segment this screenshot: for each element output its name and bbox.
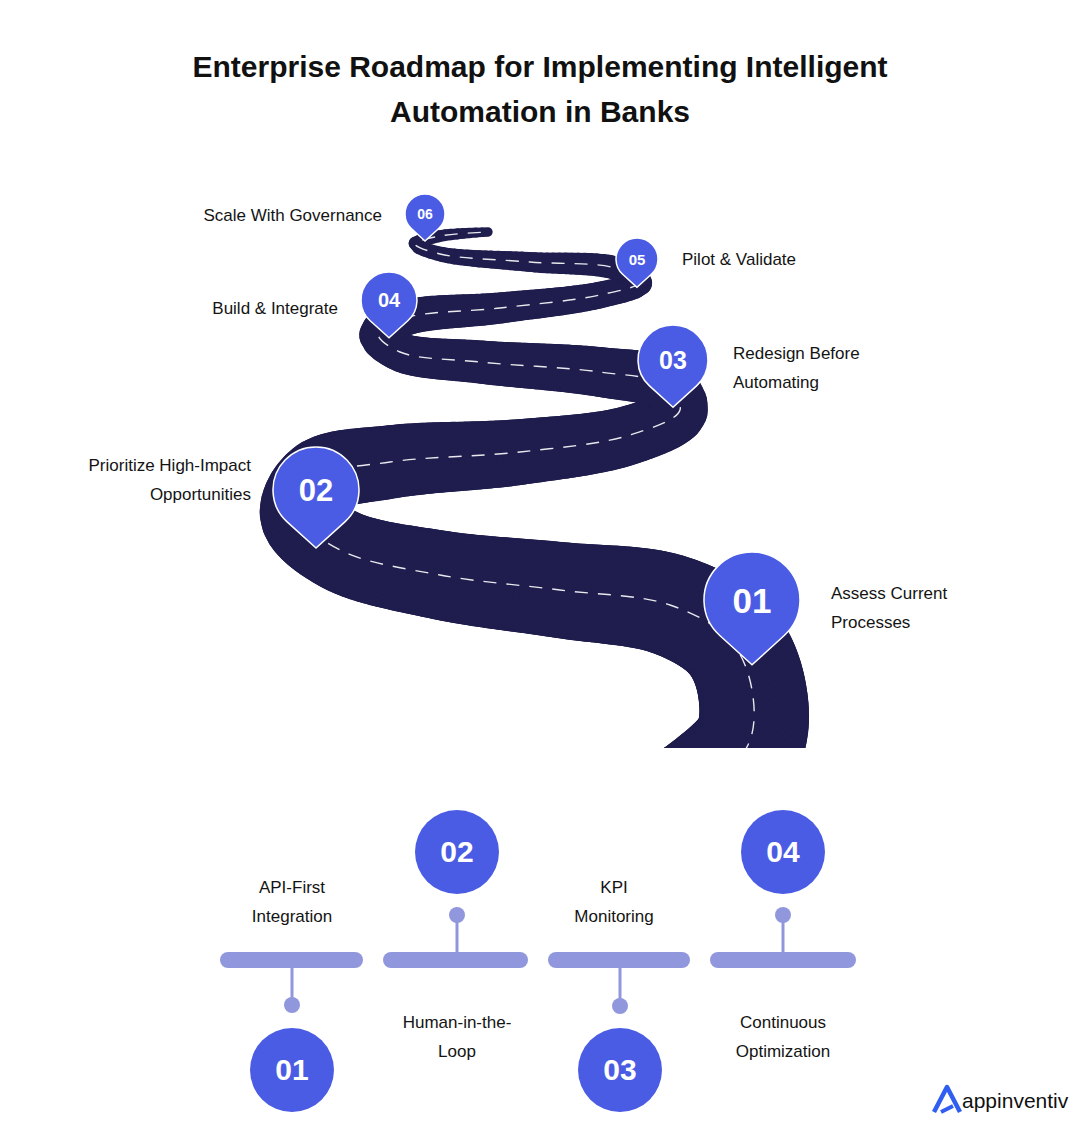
logo-icon — [934, 1087, 960, 1112]
step-label: Scale With Governance — [182, 201, 382, 230]
road-segment — [482, 227, 488, 237]
timeline-dot — [775, 907, 791, 923]
pin-shape — [616, 238, 658, 287]
circle-shape — [741, 810, 825, 894]
step-label: Continuous Optimization — [723, 1008, 843, 1066]
step-label: Pilot & Validate — [682, 245, 882, 274]
step-number: 01 — [250, 1028, 334, 1112]
roadmap-pin: 03Redesign Before Automating — [638, 325, 708, 407]
timeline-bar — [548, 952, 690, 968]
step-label: API-First Integration — [232, 873, 352, 931]
timeline-bar — [220, 952, 363, 968]
pin-shape — [638, 325, 708, 407]
roadmap-pin: 02Prioritize High-Impact Opportunities — [273, 447, 359, 548]
pin-shape — [704, 552, 800, 665]
step-label: Assess Current Processes — [831, 579, 981, 637]
brand-logo-text: appinventiv — [962, 1088, 1068, 1114]
circle-shape — [415, 810, 499, 894]
roadmap-pin: 04Build & Integrate — [361, 272, 417, 338]
step-number: 04 — [361, 272, 417, 328]
step-number: 01 — [704, 552, 800, 648]
timeline-dot — [612, 998, 628, 1014]
step-circle: 01API-First Integration — [250, 1028, 334, 1112]
roadmap-pin: 01Assess Current Processes — [704, 552, 800, 665]
step-number: 03 — [578, 1028, 662, 1112]
road — [300, 232, 755, 748]
roadmap-pin: 05Pilot & Validate — [616, 238, 658, 287]
step-label: Redesign Before Automating — [733, 339, 883, 397]
step-circle: 02Human-in-the- Loop — [415, 810, 499, 894]
step-label: Build & Integrate — [138, 294, 338, 323]
timeline-bar — [383, 952, 528, 968]
road-guide — [300, 232, 755, 748]
timeline-dot — [284, 997, 300, 1013]
step-number: 02 — [415, 810, 499, 894]
step-circle: 04Continuous Optimization — [741, 810, 825, 894]
step-number: 03 — [638, 325, 708, 395]
pin-shape — [273, 447, 359, 548]
timeline-bar — [710, 952, 856, 968]
timeline-dot — [449, 907, 465, 923]
step-number: 02 — [273, 447, 359, 533]
logo-mark — [934, 1087, 960, 1112]
step-circle: 03KPI Monitoring — [578, 1028, 662, 1112]
pin-shape — [361, 272, 417, 338]
logo-mark — [941, 1106, 953, 1112]
circle-shape — [250, 1028, 334, 1112]
step-label: Human-in-the- Loop — [392, 1008, 522, 1066]
step-number: 05 — [616, 238, 658, 280]
circle-shape — [578, 1028, 662, 1112]
roadmap-pin: 06Scale With Governance — [405, 194, 445, 241]
road-centerline — [300, 232, 755, 748]
step-label: Prioritize High-Impact Opportunities — [41, 451, 251, 509]
step-label: KPI Monitoring — [564, 873, 664, 931]
step-number: 06 — [405, 194, 445, 234]
pin-shape — [405, 194, 445, 241]
diagram-title: Enterprise Roadmap for Implementing Inte… — [110, 44, 970, 134]
step-number: 04 — [741, 810, 825, 894]
